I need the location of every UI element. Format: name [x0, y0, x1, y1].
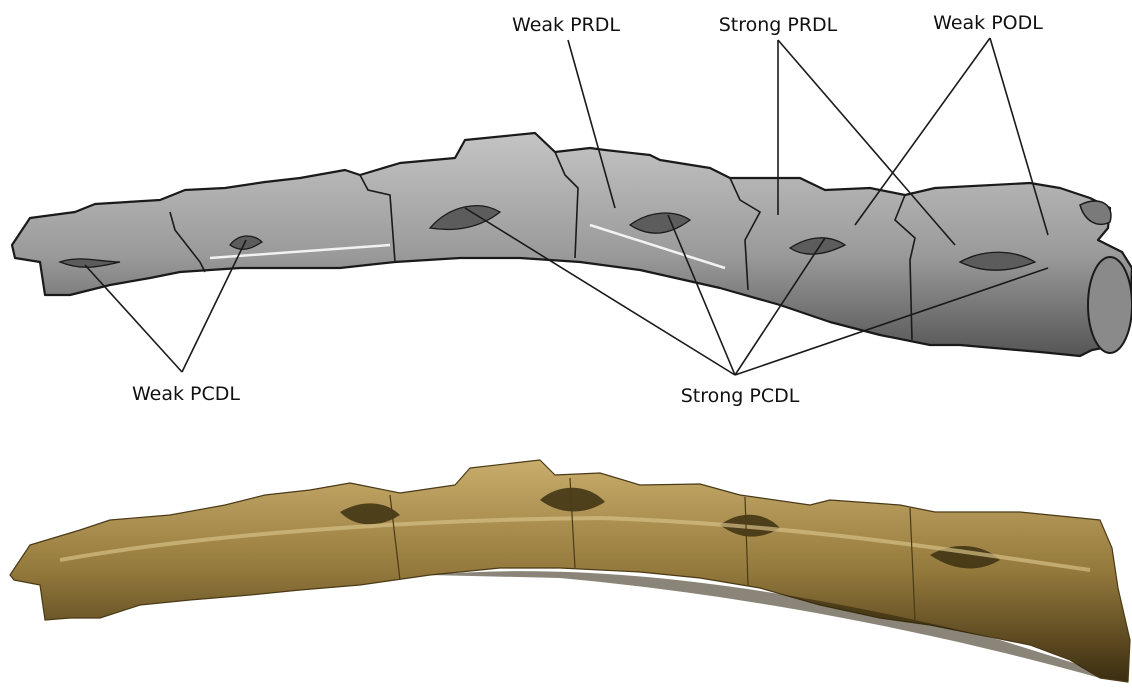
label-weak-prdl: Weak PRDL [512, 14, 620, 36]
interpretive-drawing [12, 133, 1132, 356]
label-weak-podl: Weak PODL [933, 12, 1043, 34]
drawing-centrum-end [1088, 257, 1132, 353]
fossil-photograph [10, 460, 1130, 682]
label-weak-pcdl: Weak PCDL [132, 383, 240, 405]
drawing-vertebral-series [12, 133, 1132, 356]
label-strong-prdl: Strong PRDL [719, 14, 838, 36]
label-strong-pcdl: Strong PCDL [681, 385, 800, 407]
